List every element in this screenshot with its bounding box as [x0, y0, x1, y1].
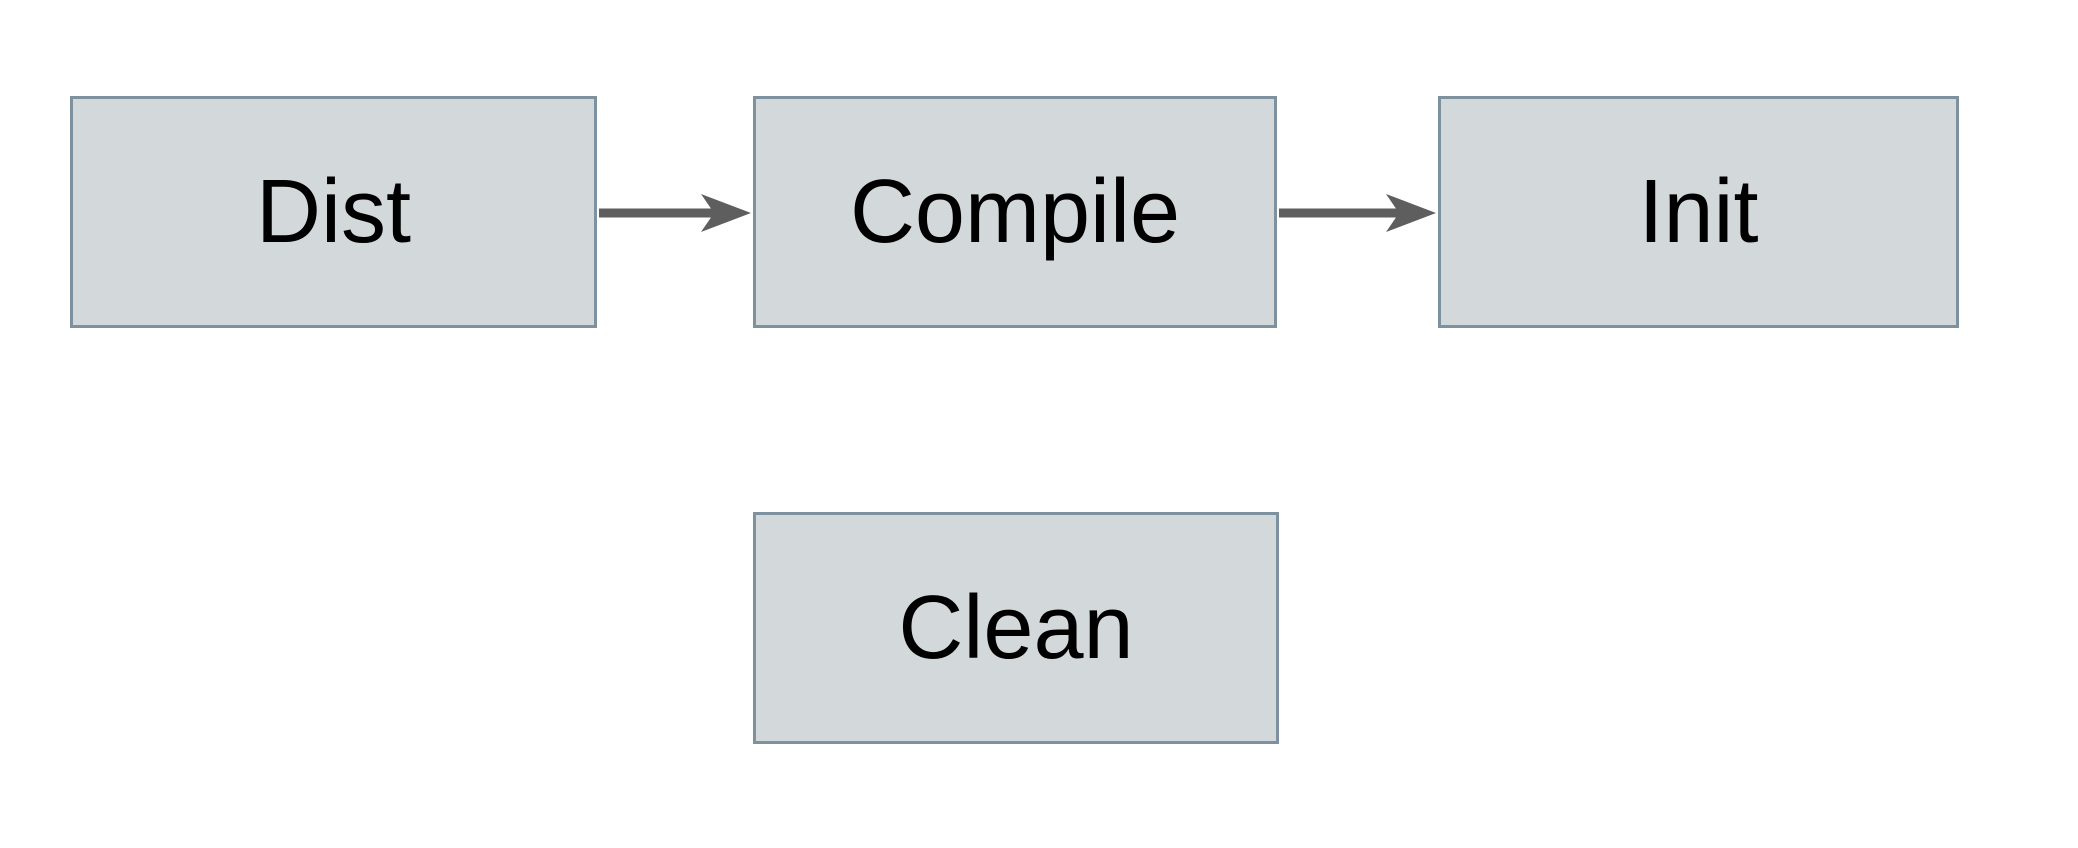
node-clean-label: Clean [898, 578, 1134, 678]
node-dist[interactable]: Dist [70, 96, 597, 328]
node-init[interactable]: Init [1438, 96, 1959, 328]
node-clean[interactable]: Clean [753, 512, 1279, 744]
node-compile[interactable]: Compile [753, 96, 1277, 328]
arrow-compile-to-init [1279, 194, 1436, 232]
arrow-dist-to-compile [599, 194, 751, 232]
node-init-label: Init [1638, 162, 1759, 262]
node-compile-label: Compile [849, 162, 1181, 262]
node-dist-label: Dist [256, 162, 411, 262]
